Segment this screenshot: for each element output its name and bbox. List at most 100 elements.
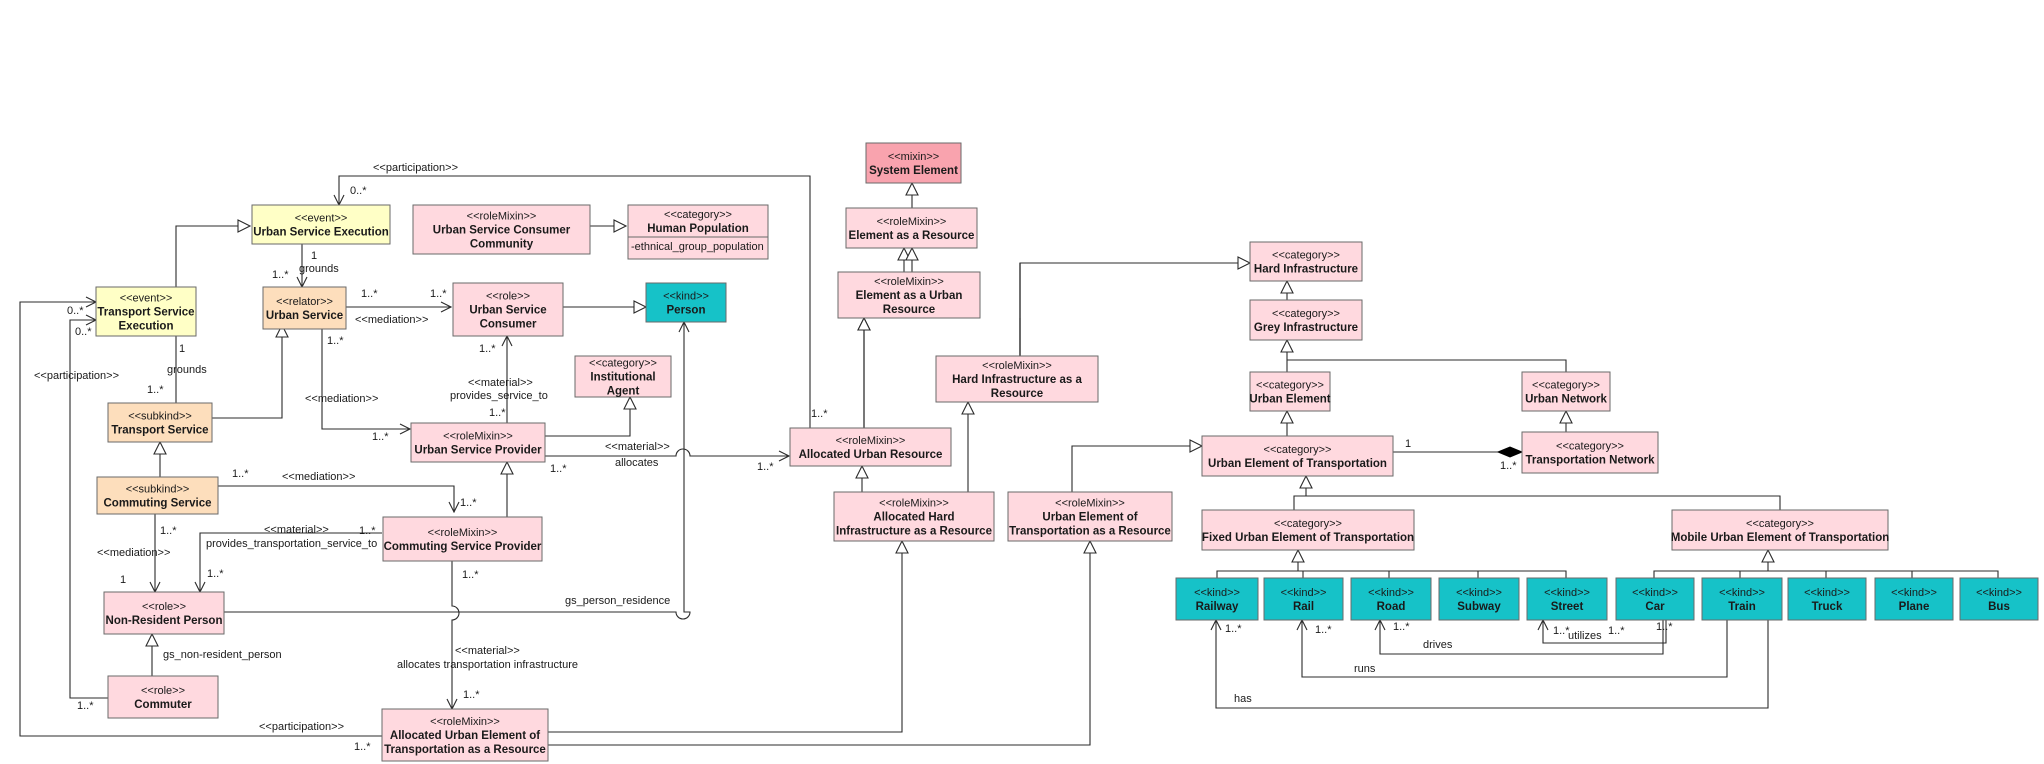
diagram-edges bbox=[19, 166, 1999, 746]
class-name: Urban Service Provider bbox=[414, 445, 542, 457]
edge-label-mediation-2: <<mediation>> bbox=[305, 393, 378, 405]
edge-label-material-2: <<material>> bbox=[605, 441, 670, 453]
class-box-urbtres[interactable]: <<roleMixin>>Urban Element ofTransportat… bbox=[1007, 491, 1173, 542]
class-name: Consumer bbox=[480, 319, 537, 331]
class-box-mobile[interactable]: <<category>>Mobile Urban Element of Tran… bbox=[1671, 509, 1890, 551]
class-box-humpop[interactable]: <<category>>Human Population-ethnical_gr… bbox=[627, 204, 769, 260]
class-box-plane[interactable]: <<kind>>Plane bbox=[1874, 577, 1954, 621]
class-box-frame bbox=[865, 142, 962, 184]
generalization-edge bbox=[1216, 550, 1567, 578]
class-box-sysel[interactable]: <<mixin>> System Element bbox=[865, 142, 962, 184]
class-stereotype: <<roleMixin>> bbox=[1055, 498, 1125, 510]
class-box-bus[interactable]: <<kind>>Bus bbox=[1959, 577, 2039, 621]
class-box-comm[interactable]: <<role>>Commuter bbox=[107, 675, 219, 719]
edge-label-m-0star-a: 0..* bbox=[350, 185, 367, 197]
class-box-subway[interactable]: <<kind>>Subway bbox=[1438, 577, 1520, 621]
class-name: Urban Service bbox=[266, 310, 343, 322]
class-box-uscc[interactable]: <<roleMixin>>Urban Service ConsumerCommu… bbox=[412, 204, 591, 255]
class-box-frame bbox=[1615, 577, 1695, 621]
class-box-ts[interactable]: <<subkind>>Transport Service bbox=[107, 402, 213, 443]
class-name: Transportation as a Resource bbox=[384, 744, 546, 756]
class-name: Transport Service bbox=[97, 307, 194, 319]
class-stereotype: <<subkind>> bbox=[126, 484, 190, 496]
class-name: Subway bbox=[1457, 601, 1501, 613]
class-stereotype: <<category>> bbox=[1272, 250, 1340, 262]
class-box-frame bbox=[95, 286, 197, 337]
class-box-urbel[interactable]: <<category>>Urban Element bbox=[1249, 371, 1331, 412]
edge-label-material-4: <<material>> bbox=[455, 645, 520, 657]
class-stereotype: <<role>> bbox=[486, 291, 530, 303]
class-name: Train bbox=[1728, 601, 1755, 613]
class-box-frame bbox=[1671, 509, 1889, 551]
class-box-csp[interactable]: <<roleMixin>>Commuting Service Provider bbox=[382, 516, 543, 562]
class-box-frame bbox=[251, 204, 391, 245]
class-box-frame bbox=[452, 282, 564, 337]
class-box-greyinf[interactable]: <<category>>Grey Infrastructure bbox=[1249, 299, 1363, 341]
class-box-cs[interactable]: <<subkind>>Commuting Service bbox=[96, 476, 219, 515]
class-box-use[interactable]: <<event>>Urban Service Execution bbox=[251, 204, 391, 245]
class-box-rail[interactable]: <<kind>>Rail bbox=[1263, 577, 1344, 621]
edge-label-m-1-d: 1 bbox=[1405, 438, 1411, 450]
class-box-frame bbox=[935, 355, 1099, 403]
edge-label-mediation-1: <<mediation>> bbox=[355, 314, 428, 326]
class-box-us[interactable]: <<relator>>Urban Service bbox=[262, 286, 347, 330]
class-stereotype: <<mixin>> bbox=[888, 151, 939, 163]
edge-label-utilizes: utilizes bbox=[1568, 630, 1602, 642]
class-box-frame bbox=[1201, 435, 1394, 477]
class-box-frame bbox=[789, 427, 952, 467]
class-box-truck[interactable]: <<kind>>Truck bbox=[1787, 577, 1867, 621]
class-box-frame bbox=[1263, 577, 1344, 621]
class-box-urbnet[interactable]: <<category>> Urban Network bbox=[1521, 371, 1611, 412]
class-box-frame bbox=[1438, 577, 1520, 621]
class-box-allocurbt[interactable]: <<roleMixin>>Allocated Urban Element ofT… bbox=[381, 708, 549, 762]
edge-label-m-1star-w: 1..* bbox=[1315, 624, 1332, 636]
class-name: System Element bbox=[869, 165, 958, 177]
class-box-transnet[interactable]: <<category>>Transportation Network bbox=[1521, 431, 1659, 474]
class-box-allocurb[interactable]: <<roleMixin>>Allocated Urban Resource bbox=[789, 427, 952, 467]
class-stereotype: <<category>> bbox=[1532, 380, 1600, 392]
edge-label-m-1star-m: 1..* bbox=[460, 497, 477, 509]
class-stereotype: <<kind>> bbox=[1976, 587, 2022, 599]
class-box-urbtrans[interactable]: <<category>>Urban Element of Transportat… bbox=[1201, 435, 1394, 477]
class-name: Urban Network bbox=[1525, 394, 1607, 406]
edge-label-m-1star-q: 1..* bbox=[462, 569, 479, 581]
class-box-railway[interactable]: <<kind>>Railway bbox=[1175, 577, 1259, 621]
edge-label-grounds-1: grounds bbox=[299, 263, 339, 275]
class-stereotype: <<kind>> bbox=[663, 291, 709, 303]
edge-label-m-1star-aa: 1..* bbox=[1656, 621, 1673, 633]
class-name: Urban Element of Transportation bbox=[1208, 458, 1387, 470]
edge-labels: <<participation>><<participation>><<part… bbox=[34, 162, 1673, 753]
class-name: Commuting Service Provider bbox=[384, 541, 542, 553]
class-box-frame bbox=[1350, 577, 1432, 621]
class-box-fixed[interactable]: <<category>>Fixed Urban Element of Trans… bbox=[1201, 509, 1415, 551]
class-box-frame bbox=[574, 355, 672, 398]
generalization-edge bbox=[212, 325, 282, 419]
class-name: Plane bbox=[1899, 601, 1930, 613]
class-box-road[interactable]: <<kind>>Road bbox=[1350, 577, 1432, 621]
class-name: Urban Element bbox=[1249, 394, 1330, 406]
generalization-edge bbox=[1019, 263, 1250, 356]
edge-label-grounds-2: grounds bbox=[167, 364, 207, 376]
class-box-frame bbox=[410, 422, 546, 463]
class-stereotype: <<role>> bbox=[141, 685, 185, 697]
class-box-hardres[interactable]: <<roleMixin>>Hard Infrastructure as aRes… bbox=[935, 355, 1099, 403]
class-box-nrp[interactable]: <<role>>Non-Resident Person bbox=[103, 591, 225, 635]
class-box-street[interactable]: <<kind>>Street bbox=[1526, 577, 1608, 621]
class-box-allochard[interactable]: <<roleMixin>>Allocated HardInfrastructur… bbox=[833, 491, 995, 542]
class-box-frame bbox=[1249, 299, 1363, 341]
class-box-train[interactable]: <<kind>>Train bbox=[1701, 577, 1783, 621]
edge-label-m-1star-x: 1..* bbox=[1393, 621, 1410, 633]
class-box-hardinf[interactable]: <<category>>Hard Infrastructure bbox=[1249, 241, 1363, 282]
class-name: Element as a Resource bbox=[849, 230, 975, 242]
class-box-frame bbox=[1874, 577, 1954, 621]
class-box-usp[interactable]: <<roleMixin>>Urban Service Provider bbox=[410, 422, 546, 463]
class-box-car[interactable]: <<kind>>Car bbox=[1615, 577, 1695, 621]
class-name: Rail bbox=[1293, 601, 1314, 613]
class-box-person[interactable]: <<kind>>Person bbox=[645, 282, 727, 323]
class-box-elres[interactable]: <<roleMixin>>Element as a Resource bbox=[845, 207, 978, 249]
class-box-frame bbox=[1701, 577, 1783, 621]
